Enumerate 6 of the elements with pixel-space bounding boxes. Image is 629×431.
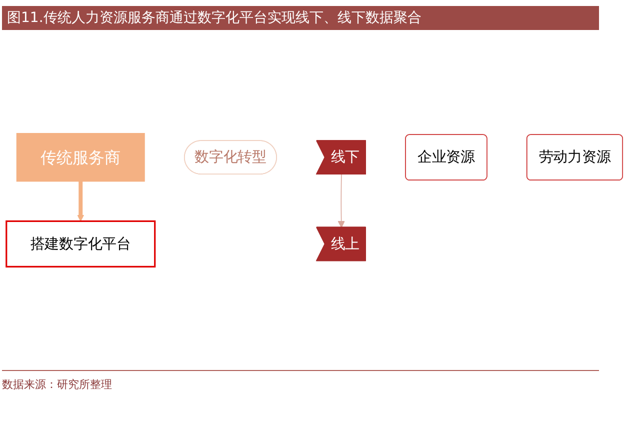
source-note: 数据来源：研究所整理 — [2, 370, 599, 392]
node-box: 传统服务商 — [16, 132, 145, 182]
arrow — [338, 174, 345, 228]
title-banner: 图11.传统人力资源服务商通过数字化平台实现线下、线下数据聚合 — [2, 6, 599, 30]
arrow — [77, 181, 84, 222]
node-box: 搭建数字化平台 — [6, 220, 156, 268]
